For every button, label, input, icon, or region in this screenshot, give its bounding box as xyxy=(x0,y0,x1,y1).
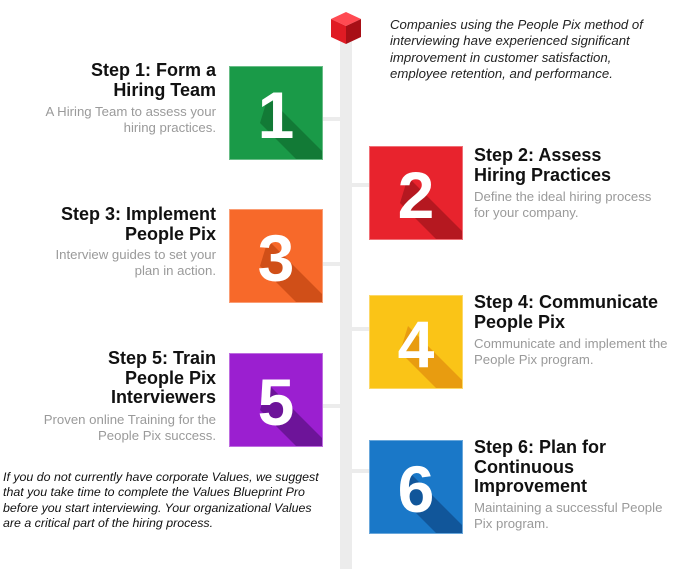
step-4-tile: 4 xyxy=(369,295,463,389)
step-2-title: Step 2: Assess Hiring Practices xyxy=(474,145,612,185)
step-1-number: 1 xyxy=(257,78,295,152)
step-2-number: 2 xyxy=(397,158,435,232)
timeline-connector xyxy=(344,469,374,473)
step-4-number: 4 xyxy=(397,307,435,381)
step-4-title: Step 4: Communicate People Pix xyxy=(474,292,659,332)
timeline-connector xyxy=(318,262,348,266)
step-6-title: Step 6: Plan for Continuous Improvement xyxy=(474,437,607,496)
values-note: If you do not currently have corporate V… xyxy=(3,470,319,531)
step-6-tile: 6 xyxy=(369,440,463,534)
timeline-connector xyxy=(344,183,374,187)
step-6-description: Maintaining a successful People Pix prog… xyxy=(474,500,663,531)
cube-icon xyxy=(331,12,361,44)
step-2-description: Define the ideal hiring process for your… xyxy=(474,189,652,220)
step-1-tile: 1 xyxy=(229,66,323,160)
intro-text: Companies using the People Pix method of… xyxy=(390,17,643,82)
timeline-connector xyxy=(318,404,348,408)
step-1-title: Step 1: Form a Hiring Team xyxy=(90,60,216,100)
step-5-number: 5 xyxy=(257,365,295,439)
timeline-connector xyxy=(344,327,374,331)
step-5-tile: 5 xyxy=(229,353,323,447)
step-4-description: Communicate and implement the People Pix… xyxy=(474,336,668,367)
step-3-description: Interview guides to set your plan in act… xyxy=(55,247,216,278)
step-6-number: 6 xyxy=(397,452,435,526)
step-5-description: Proven online Training for the People Pi… xyxy=(43,412,216,443)
timeline-connector xyxy=(318,117,348,121)
step-2-tile: 2 xyxy=(369,146,463,240)
step-1-description: A Hiring Team to assess your hiring prac… xyxy=(45,104,216,135)
timeline-spine xyxy=(340,40,352,569)
step-3-tile: 3 xyxy=(229,209,323,303)
step-3-title: Step 3: Implement People Pix xyxy=(60,204,216,244)
step-3-number: 3 xyxy=(257,221,295,295)
step-5-title: Step 5: Train People Pix Interviewers xyxy=(107,348,216,407)
